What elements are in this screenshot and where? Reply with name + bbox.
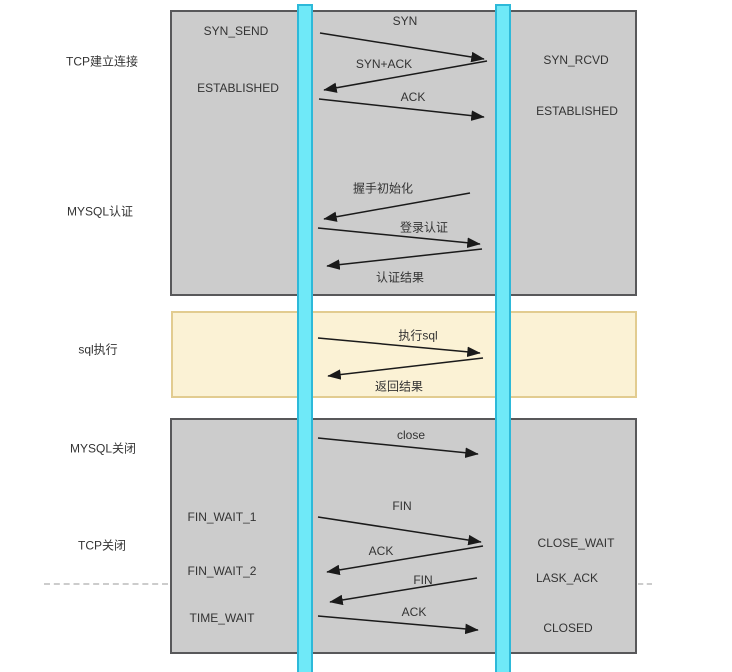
client-lifeline bbox=[297, 4, 313, 672]
state-closed: CLOSED bbox=[543, 621, 593, 635]
message-label-return-result: 返回结果 bbox=[374, 379, 424, 394]
section-label-tcp-establish: TCP建立连接 bbox=[65, 54, 139, 69]
section-label-tcp-close: TCP关闭 bbox=[77, 538, 127, 553]
section-label-sql-exec: sql执行 bbox=[78, 342, 118, 357]
message-label-handshake-init: 握手初始化 bbox=[352, 181, 414, 196]
message-label-ack-1: ACK bbox=[400, 90, 426, 104]
section-label-mysql-auth: MYSQL认证 bbox=[66, 204, 134, 219]
state-fin-wait-1: FIN_WAIT_1 bbox=[187, 510, 257, 524]
message-label-fin-2: FIN bbox=[413, 573, 433, 587]
message-label-syn-ack: SYN+ACK bbox=[355, 57, 413, 71]
message-label-close: close bbox=[396, 428, 426, 442]
dashed-separator-right bbox=[638, 583, 652, 585]
section-label-mysql-close: MYSQL关闭 bbox=[69, 441, 137, 456]
state-lask-ack: LASK_ACK bbox=[535, 571, 599, 585]
state-fin-wait-2: FIN_WAIT_2 bbox=[187, 564, 257, 578]
message-label-syn: SYN bbox=[392, 14, 418, 28]
message-label-exec-sql: 执行sql bbox=[398, 328, 438, 343]
state-close-wait: CLOSE_WAIT bbox=[537, 536, 615, 550]
message-label-fin-1: FIN bbox=[392, 499, 412, 513]
state-syn-rcvd: SYN_RCVD bbox=[543, 53, 609, 67]
state-syn-send: SYN_SEND bbox=[203, 24, 269, 38]
phase-box-sql-exec bbox=[171, 311, 637, 398]
message-label-auth-result: 认证结果 bbox=[375, 270, 425, 285]
dashed-separator-left bbox=[44, 583, 168, 585]
state-established-left: ESTABLISHED bbox=[197, 81, 279, 95]
message-label-ack-3: ACK bbox=[401, 605, 427, 619]
message-label-login-auth: 登录认证 bbox=[399, 220, 449, 235]
server-lifeline bbox=[495, 4, 511, 672]
message-label-ack-2: ACK bbox=[368, 544, 394, 558]
state-established-right: ESTABLISHED bbox=[536, 104, 618, 118]
state-time-wait: TIME_WAIT bbox=[189, 611, 255, 625]
